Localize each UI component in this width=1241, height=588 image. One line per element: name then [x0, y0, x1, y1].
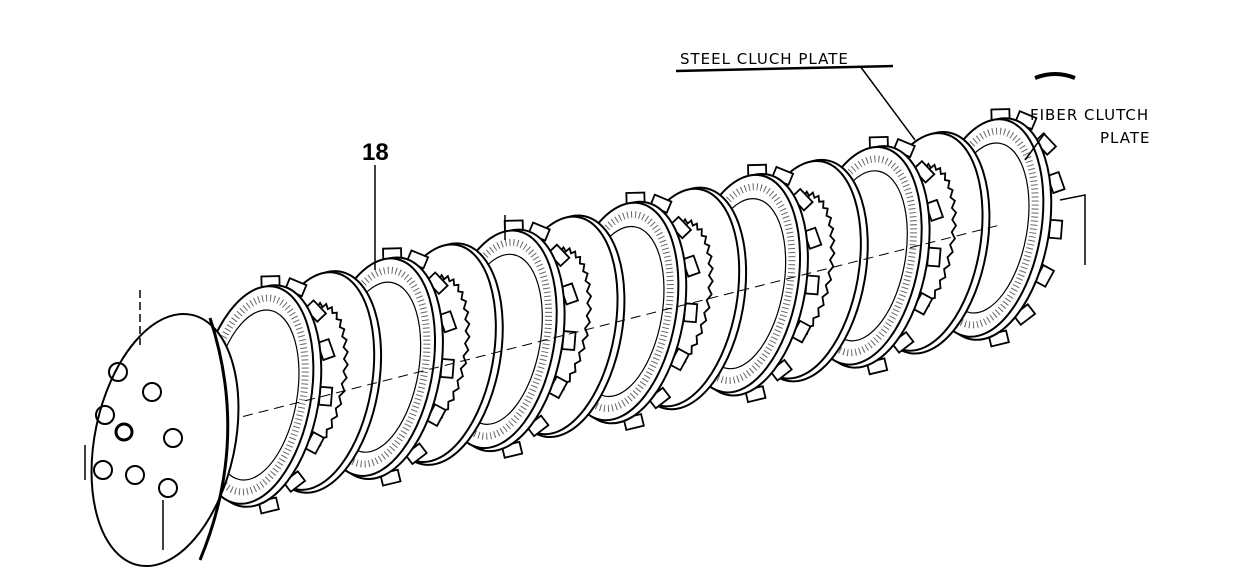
friction-lining [687, 183, 796, 385]
leader-lines [374, 64, 1086, 270]
fiber-clutch-plate-label-line1: FIBER CLUTCH [1030, 106, 1149, 124]
fiber-plate-leader [1024, 132, 1046, 161]
friction-lining [931, 127, 1039, 329]
steel-label-underline [675, 64, 894, 73]
steel-plate-leader [859, 65, 916, 141]
fiber-clutch-plate-label-line2: PLATE [1100, 129, 1150, 147]
friction-lining [444, 238, 553, 440]
center-axis-line [149, 224, 1001, 441]
plate-stack [149, 108, 1066, 515]
friction-lining [322, 266, 431, 468]
pressure-plate [84, 290, 240, 568]
friction-lining [566, 211, 674, 412]
friction-lining [201, 294, 309, 496]
part-number-label: 18 [362, 139, 389, 166]
friction-lining [809, 155, 918, 357]
steel-clutch-plate-label: STEEL CLUCH PLATE [680, 50, 849, 68]
